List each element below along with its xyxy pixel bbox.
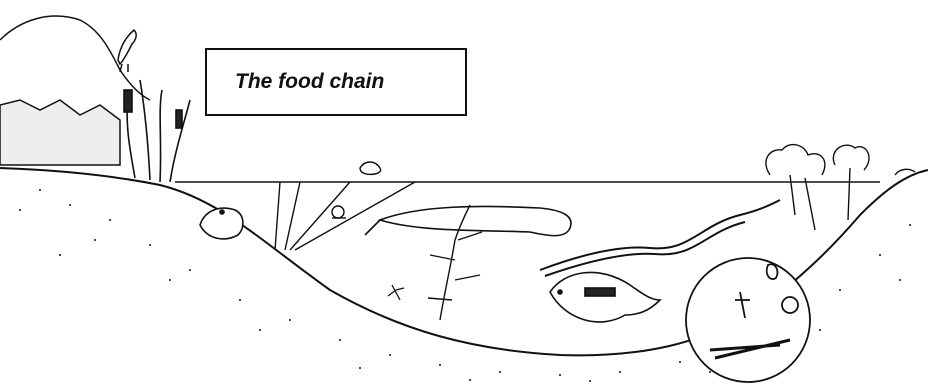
frog-icon	[200, 208, 243, 239]
worm-icon	[550, 272, 660, 322]
bird-icon	[118, 30, 136, 72]
fish-icon	[365, 206, 571, 235]
insect-icon	[388, 285, 404, 300]
diagram-title: The food chain	[235, 70, 384, 94]
plankton-magnifier-icon	[686, 258, 810, 382]
title-box: The food chain	[205, 48, 467, 116]
snail-icon	[332, 206, 346, 218]
reeds-icon	[124, 80, 190, 182]
water-lily-icon	[275, 162, 415, 250]
